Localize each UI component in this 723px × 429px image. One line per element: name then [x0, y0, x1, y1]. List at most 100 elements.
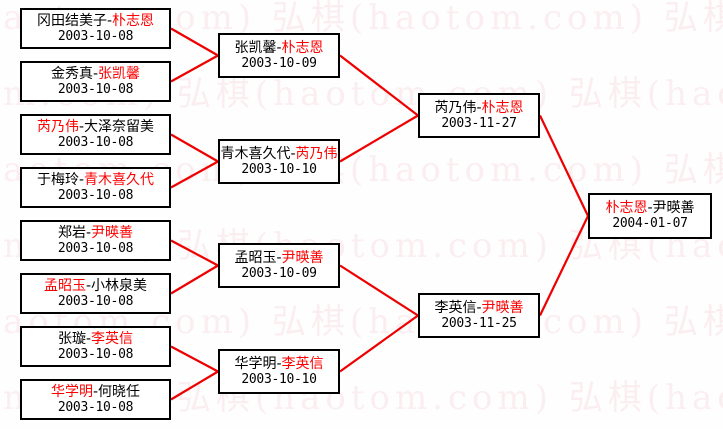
player-left: 张凯馨	[234, 39, 277, 56]
player-right: 小林泉美	[91, 277, 148, 294]
player-left: 李英信	[434, 299, 477, 316]
match-players: 朴志恩-尹暎善	[605, 201, 694, 216]
player-right: 李英信	[91, 330, 134, 347]
match-players: 华学明-何晓任	[50, 383, 141, 400]
bracket-connector	[170, 54, 219, 83]
bracket-connector	[170, 370, 219, 401]
player-separator: -	[276, 39, 282, 56]
bracket-connector	[339, 264, 419, 317]
player-left: 金秀真	[50, 65, 93, 82]
bracket-connector	[170, 133, 219, 163]
match-date: 2003-11-27	[441, 115, 517, 131]
match-date: 2003-10-10	[241, 371, 317, 387]
player-separator: -	[85, 224, 92, 241]
match-players: 芮乃伟-大泽奈留美	[36, 118, 155, 135]
match-players: 孟昭玉-尹暎善	[234, 249, 324, 266]
match-date: 2003-10-08	[57, 187, 134, 203]
player-right: 尹暎善	[652, 200, 695, 217]
match-players: 金秀真-张凯馨	[50, 65, 141, 82]
player-left: 青木喜久代	[220, 145, 291, 162]
player-left: 孟昭玉	[234, 249, 277, 266]
player-left: 朴志恩	[605, 200, 648, 217]
player-separator: -	[92, 65, 99, 82]
match-players: 于梅玲-青木喜久代	[36, 171, 155, 188]
match-date: 2003-10-08	[57, 399, 134, 415]
bracket-connector	[339, 54, 419, 117]
match-players: 华学明-李英信	[234, 355, 324, 372]
player-left: 芮乃伟	[36, 118, 79, 135]
player-right: 朴志恩	[281, 39, 324, 56]
player-left: 郑岩	[57, 224, 86, 241]
player-separator: -	[78, 118, 85, 135]
player-separator: -	[106, 12, 113, 29]
match-date: 2003-10-08	[57, 134, 134, 150]
player-separator: -	[647, 200, 653, 217]
player-left: 孟昭玉	[43, 277, 86, 294]
player-separator: -	[476, 99, 482, 116]
match-players: 张璇-李英信	[57, 330, 134, 347]
player-right: 尹暎善	[281, 249, 324, 266]
player-left: 芮乃伟	[434, 99, 477, 116]
player-right: 张凯馨	[98, 65, 141, 82]
match-players: 冈田结美子-朴志恩	[36, 12, 154, 29]
player-right: 李英信	[281, 355, 324, 372]
match-date: 2003-10-08	[57, 81, 134, 97]
player-right: 芮乃伟	[295, 145, 338, 162]
player-separator: -	[276, 355, 282, 372]
match-date: 2003-10-10	[241, 161, 317, 177]
bracket-connector	[170, 239, 219, 267]
bracket-connector	[170, 264, 219, 295]
player-separator: -	[92, 383, 99, 400]
match-date: 2003-10-08	[57, 293, 134, 309]
match-date: 2003-10-09	[241, 55, 317, 71]
player-left: 于梅玲	[36, 171, 79, 188]
player-left: 张璇	[57, 330, 86, 347]
bracket-connector	[339, 314, 419, 373]
match-players: 李英信-尹暎善	[434, 299, 524, 316]
match-players: 青木喜久代-芮乃伟	[220, 145, 338, 162]
player-separator: -	[476, 299, 482, 316]
player-left: 华学明	[234, 355, 277, 372]
player-separator: -	[85, 330, 92, 347]
match-players: 芮乃伟-朴志恩	[434, 99, 524, 116]
match-date: 2003-10-09	[241, 265, 317, 281]
bracket-connector	[339, 114, 419, 163]
player-right: 大泽奈留美	[84, 118, 155, 135]
player-separator: -	[85, 277, 92, 294]
bracket-connector	[170, 27, 219, 57]
match-players: 孟昭玉-小林泉美	[43, 277, 148, 294]
player-separator: -	[290, 145, 296, 162]
player-left: 冈田结美子	[36, 12, 107, 29]
player-right: 何晓任	[98, 383, 141, 400]
player-right: 青木喜久代	[84, 171, 155, 188]
player-separator: -	[78, 171, 85, 188]
bracket-connector	[539, 215, 589, 316]
player-right: 尹暎善	[481, 299, 524, 316]
player-right: 尹暎善	[91, 224, 134, 241]
player-right: 朴志恩	[481, 99, 524, 116]
bracket-connector	[170, 160, 219, 189]
match-players: 郑岩-尹暎善	[57, 224, 134, 241]
match-date: 2003-10-08	[57, 346, 134, 362]
match-date: 2003-10-08	[57, 240, 134, 256]
bracket-connector	[539, 115, 589, 217]
match-date: 2003-11-25	[441, 315, 517, 331]
match-players: 张凯馨-朴志恩	[234, 39, 324, 56]
player-left: 华学明	[50, 383, 93, 400]
